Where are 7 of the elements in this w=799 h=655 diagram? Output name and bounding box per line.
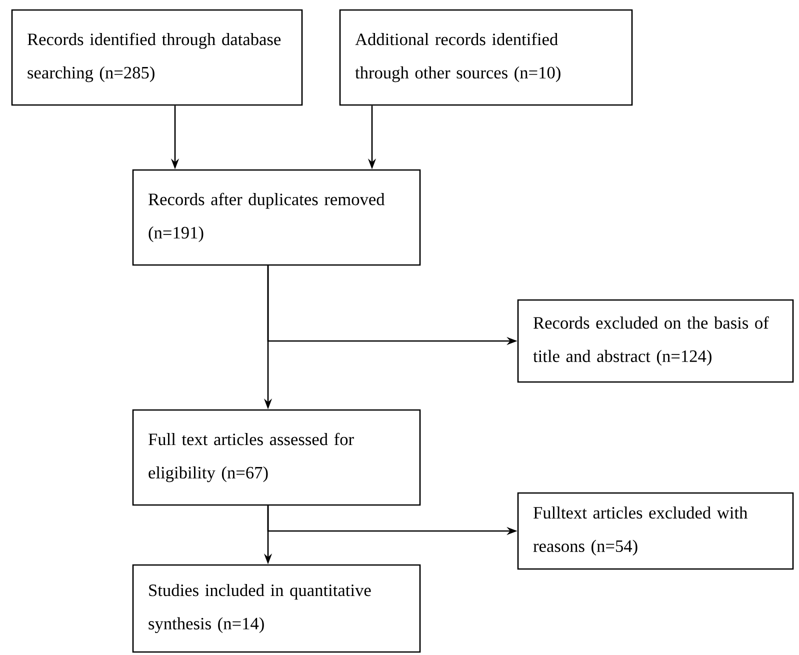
process-box: Records excluded on the basis of title and abstract (n=124) xyxy=(517,299,794,383)
process-box: Fulltext articles excluded with reasons (n=54) xyxy=(517,492,794,570)
process-box: Additional records identified through other sources (n=10) xyxy=(339,9,633,106)
process-box: Full text articles assessed for eligibility (n=67) xyxy=(132,409,421,506)
process-box: Records identified through database searching (n=285) xyxy=(11,9,303,106)
process-box: Records after duplicates removed (n=191) xyxy=(132,169,421,266)
process-box: Studies included in quantitative synthesis (n=14) xyxy=(132,564,421,653)
